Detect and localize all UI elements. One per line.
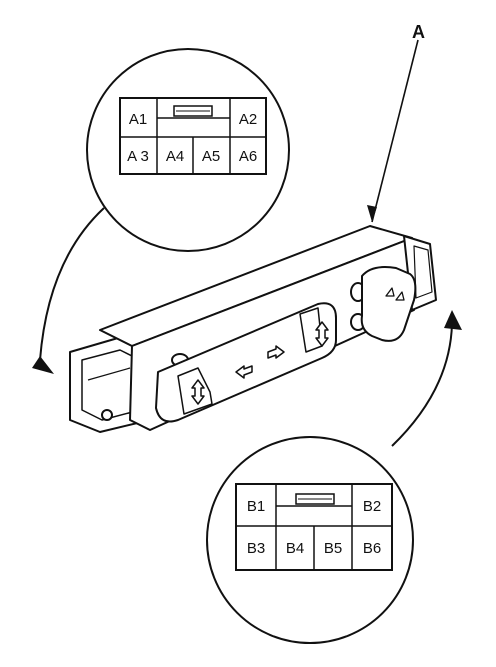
pin-b1: B1 (247, 498, 265, 515)
pin-a3: A 3 (127, 148, 149, 165)
callout-arrowhead (367, 205, 377, 222)
side-rocker-switch (360, 266, 417, 342)
pin-b6: B6 (363, 540, 381, 557)
pin-b2: B2 (363, 498, 381, 515)
arc-arrowhead-left (32, 356, 54, 374)
connector-b-arc (391, 310, 462, 447)
pin-a2: A2 (239, 111, 257, 128)
connector-b-detail: B1 B2 B3 B4 B5 B6 (206, 436, 414, 644)
switch-assembly (69, 225, 437, 433)
pin-a1: A1 (129, 111, 147, 128)
arc-arrowhead-right (444, 310, 462, 330)
connector-a-arc (32, 207, 105, 374)
callout-label: A (412, 22, 425, 42)
pin-b5: B5 (324, 540, 342, 557)
up-down-arrow-icon (191, 321, 329, 405)
pin-a4: A4 (166, 148, 184, 165)
diagonal-arrow-icon (385, 287, 405, 301)
double-arrow-icon (235, 345, 285, 379)
pin-b3: B3 (247, 540, 265, 557)
mounting-hole (101, 409, 113, 421)
callout-leader-line (371, 39, 419, 223)
pin-a5: A5 (202, 148, 220, 165)
connector-a-detail: A1 A2 A 3 A4 A5 A6 (86, 48, 290, 252)
callout-a: A (367, 22, 425, 223)
pin-b4: B4 (286, 540, 304, 557)
pin-a6: A6 (239, 148, 257, 165)
